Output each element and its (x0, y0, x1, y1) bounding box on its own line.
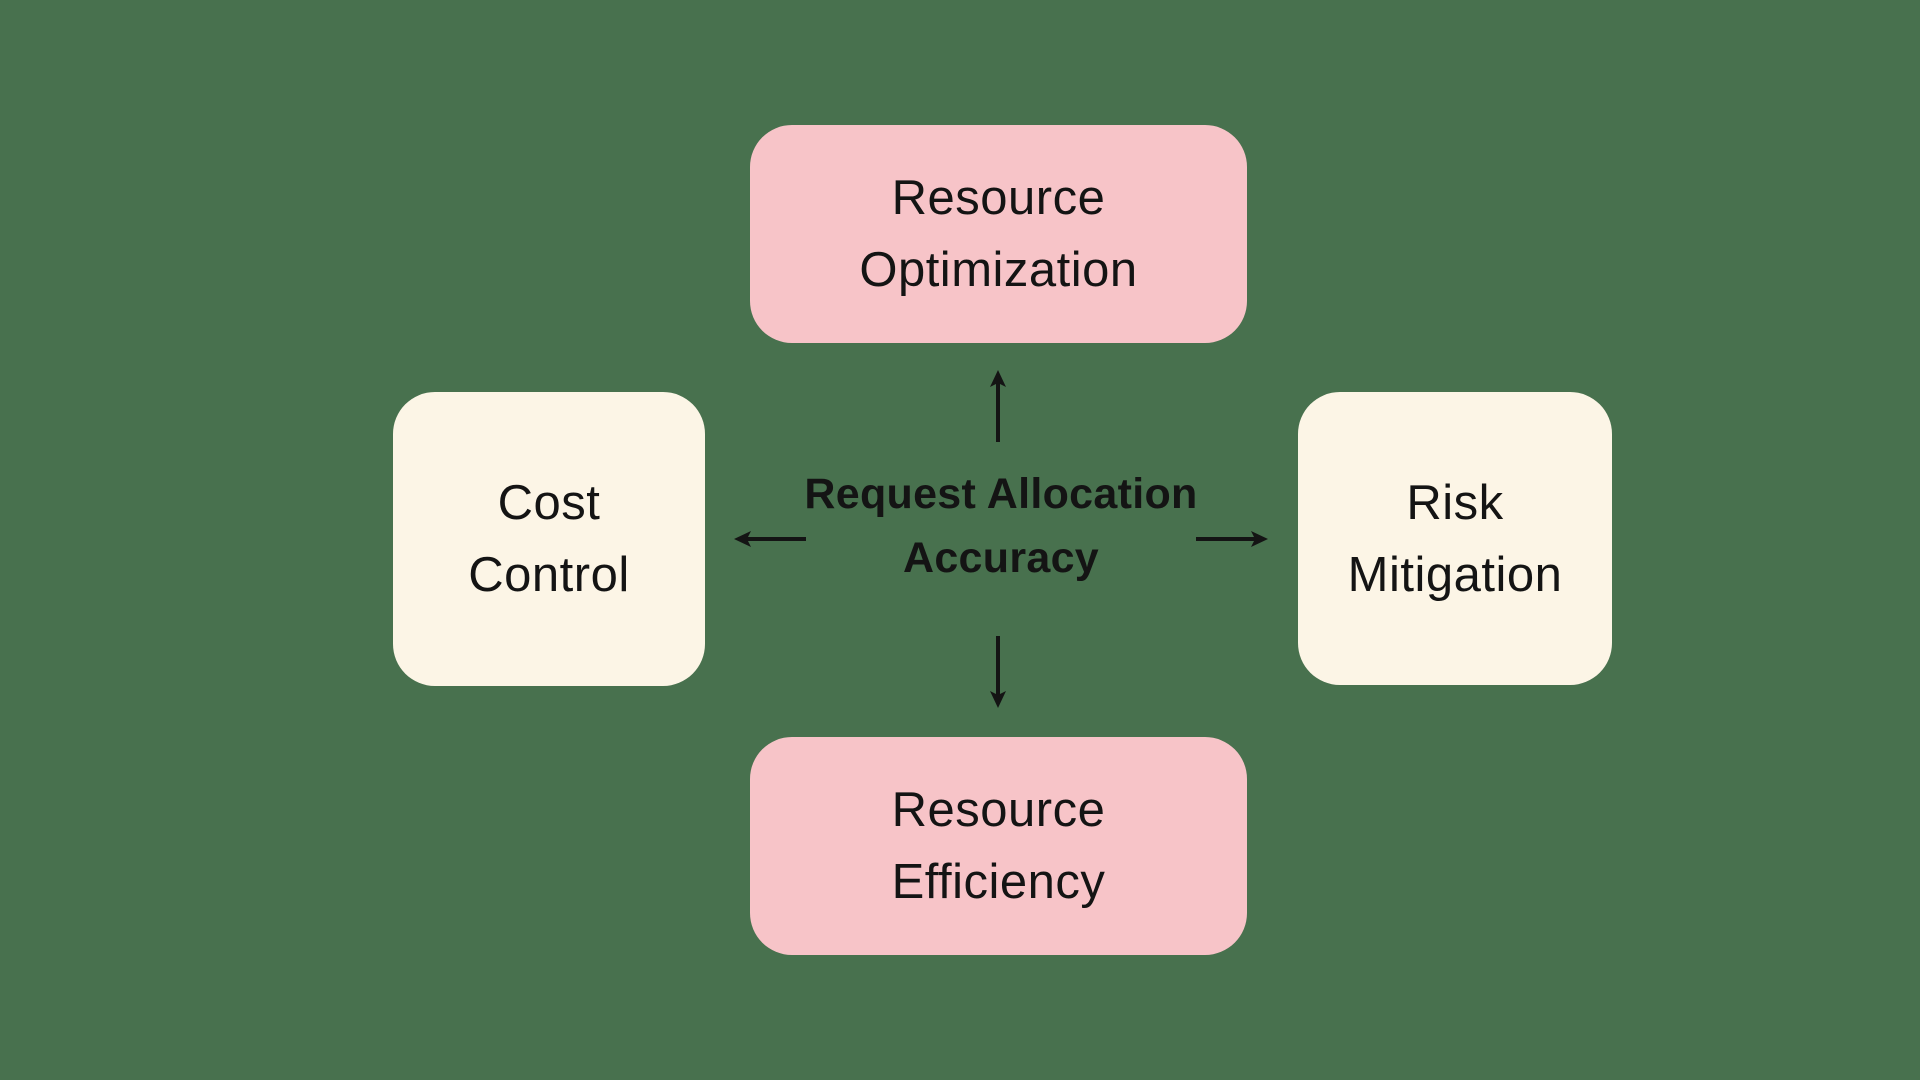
center-label-line: Request Allocation (804, 470, 1198, 518)
center-label-line: Accuracy (902, 534, 1100, 582)
node-risk-mitigation: Risk Mitigation (1298, 392, 1612, 685)
node-cost-control: Cost Control (393, 392, 705, 686)
node-label-line: Mitigation (1347, 547, 1563, 602)
arrow-right-icon (1196, 531, 1268, 547)
arrow-down-icon (990, 636, 1006, 708)
node-label-line: Resource (891, 783, 1106, 837)
arrow-left-icon (734, 531, 806, 547)
node-label-line: Cost (497, 476, 601, 530)
node-resource-optimization: Resource Optimization (750, 125, 1247, 343)
node-label-line: Control (468, 548, 630, 602)
node-resource-efficiency: Resource Efficiency (750, 737, 1247, 955)
node-label-line: Resource (891, 171, 1106, 225)
center-label: Request Allocation Accuracy (703, 462, 1299, 590)
node-label-line: Efficiency (891, 855, 1106, 909)
node-label-line: Risk (1406, 475, 1504, 530)
arrow-up-icon (990, 370, 1006, 442)
node-label-line: Optimization (859, 243, 1138, 297)
